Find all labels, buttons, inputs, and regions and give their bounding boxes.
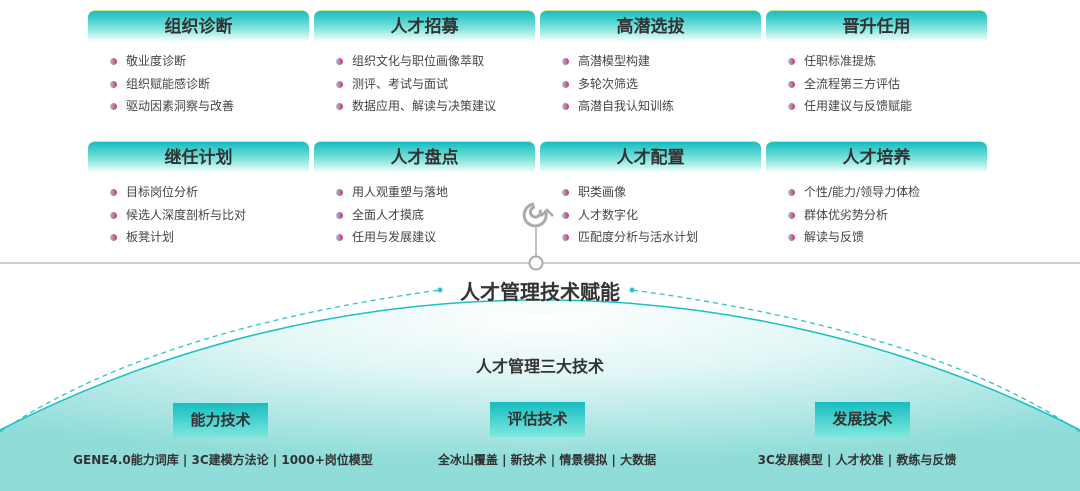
card-items: 个性/能力/领导力体检群体优劣势分析解读与反馈: [766, 181, 987, 249]
tech-box-capability: 能力技术: [173, 403, 268, 438]
card-items: 职类画像人才数字化匹配度分析与活水计划: [540, 181, 761, 249]
list-item: 用人观重塑与落地: [336, 181, 535, 204]
list-item: 测评、考试与面试: [336, 73, 535, 96]
tech-desc-development: 3C发展模型 | 人才校准 | 教练与反馈: [757, 453, 957, 467]
card-title: 晋升任用: [766, 10, 987, 42]
tech-desc-capability: GENE4.0能力词库 | 3C建模方法论 | 1000+岗位模型: [73, 453, 373, 467]
list-item: 高潜自我认知训练: [562, 95, 761, 118]
list-item: 任职标准提炼: [788, 50, 987, 73]
tech-desc-assessment: 全冰山覆盖 | 新技术 | 情景模拟 | 大数据: [437, 453, 657, 467]
list-item: 任用建议与反馈赋能: [788, 95, 987, 118]
service-card: 高潜选拔高潜模型构建多轮次筛选高潜自我认知训练: [540, 10, 761, 118]
card-items: 敬业度诊断组织赋能感诊断驱动因素洞察与改善: [88, 50, 309, 118]
list-item: 全流程第三方评估: [788, 73, 987, 96]
tech-box-development: 发展技术: [815, 402, 910, 437]
list-item: 候选人深度剖析与比对: [110, 204, 309, 227]
card-title: 组织诊断: [88, 10, 309, 42]
list-item: 职类画像: [562, 181, 761, 204]
card-items: 用人观重塑与落地全面人才摸底任用与发展建议: [314, 181, 535, 249]
service-card: 晋升任用任职标准提炼全流程第三方评估任用建议与反馈赋能: [766, 10, 987, 118]
sub-title: 人才管理三大技术: [475, 357, 604, 376]
card-items: 任职标准提炼全流程第三方评估任用建议与反馈赋能: [766, 50, 987, 118]
tech-box-assessment: 评估技术: [490, 402, 585, 437]
card-title: 继任计划: [88, 141, 309, 173]
card-items: 高潜模型构建多轮次筛选高潜自我认知训练: [540, 50, 761, 118]
list-item: 板凳计划: [110, 226, 309, 249]
card-title: 高潜选拔: [540, 10, 761, 42]
list-item: 解读与反馈: [788, 226, 987, 249]
service-card: 组织诊断敬业度诊断组织赋能感诊断驱动因素洞察与改善: [88, 10, 309, 118]
card-items: 组织文化与职位画像萃取测评、考试与面试数据应用、解读与决策建议: [314, 50, 535, 118]
card-title: 人才招募: [314, 10, 535, 42]
dashed-arc-left: [0, 289, 441, 433]
list-item: 群体优劣势分析: [788, 204, 987, 227]
list-item: 高潜模型构建: [562, 50, 761, 73]
connector-node: [528, 255, 544, 271]
dome-fill: [0, 299, 1080, 491]
list-item: 多轮次筛选: [562, 73, 761, 96]
service-card: 继任计划目标岗位分析候选人深度剖析与比对板凳计划: [88, 141, 309, 249]
card-title: 人才培养: [766, 141, 987, 173]
cycle-icon: [522, 202, 554, 228]
service-card: 人才招募组织文化与职位画像萃取测评、考试与面试数据应用、解读与决策建议: [314, 10, 535, 118]
list-item: 目标岗位分析: [110, 181, 309, 204]
list-item: 敬业度诊断: [110, 50, 309, 73]
list-item: 人才数字化: [562, 204, 761, 227]
service-card: 人才培养个性/能力/领导力体检群体优劣势分析解读与反馈: [766, 141, 987, 249]
list-item: 组织赋能感诊断: [110, 73, 309, 96]
card-title: 人才盘点: [314, 141, 535, 173]
arrow-dot-left: [437, 287, 443, 293]
list-item: 组织文化与职位画像萃取: [336, 50, 535, 73]
dome-arc: [0, 299, 1080, 431]
service-card: 人才配置职类画像人才数字化匹配度分析与活水计划: [540, 141, 761, 249]
list-item: 个性/能力/领导力体检: [788, 181, 987, 204]
main-title: 人才管理技术赋能: [460, 280, 620, 304]
arrow-dot-right: [629, 287, 635, 293]
list-item: 任用与发展建议: [336, 226, 535, 249]
service-card: 人才盘点用人观重塑与落地全面人才摸底任用与发展建议: [314, 141, 535, 249]
list-item: 数据应用、解读与决策建议: [336, 95, 535, 118]
list-item: 驱动因素洞察与改善: [110, 95, 309, 118]
list-item: 匹配度分析与活水计划: [562, 226, 761, 249]
card-items: 目标岗位分析候选人深度剖析与比对板凳计划: [88, 181, 309, 249]
card-title: 人才配置: [540, 141, 761, 173]
list-item: 全面人才摸底: [336, 204, 535, 227]
